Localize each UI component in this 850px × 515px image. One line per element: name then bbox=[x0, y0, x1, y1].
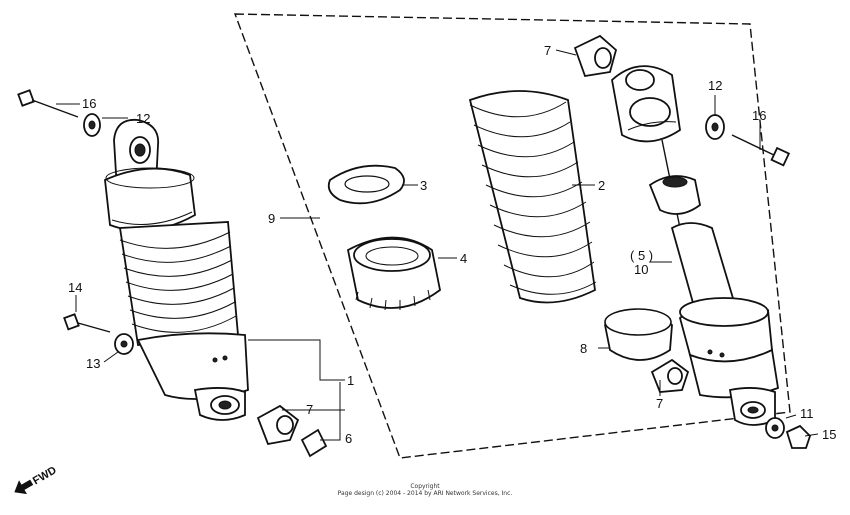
callout-13: 13 bbox=[86, 356, 100, 371]
callout-7-top: 7 bbox=[544, 43, 551, 58]
callout-12-left: 12 bbox=[136, 111, 150, 126]
adjuster-4 bbox=[346, 236, 441, 311]
damper-upper-eye bbox=[611, 65, 681, 143]
callout-16-left: 16 bbox=[82, 96, 96, 111]
assembly-boundary bbox=[233, 13, 791, 459]
callout-9: 9 bbox=[268, 211, 275, 226]
callout-12-right: 12 bbox=[708, 78, 722, 93]
bolt-16-right bbox=[731, 134, 791, 167]
washer-12-left bbox=[83, 113, 101, 137]
callout-15: 15 bbox=[822, 427, 836, 442]
bushing-7-top bbox=[573, 34, 618, 78]
stopper-3 bbox=[327, 164, 405, 205]
callout-2: 2 bbox=[598, 178, 605, 193]
ring-8 bbox=[604, 308, 673, 361]
washer-11 bbox=[765, 417, 785, 439]
bushing-7-lower-right bbox=[650, 358, 690, 393]
bolt-14 bbox=[63, 313, 111, 333]
callout-8: 8 bbox=[580, 341, 587, 356]
washer-13 bbox=[114, 333, 134, 355]
leader-lines bbox=[56, 49, 819, 441]
callout-1: 1 bbox=[347, 373, 354, 388]
spring-2 bbox=[468, 90, 597, 304]
callout-6: 6 bbox=[345, 431, 352, 446]
bushing-7-lower-left bbox=[256, 404, 300, 446]
callout-3: 3 bbox=[420, 178, 427, 193]
copyright-line-2: Page design (c) 2004 - 2014 by ARI Netwo… bbox=[337, 490, 513, 497]
callout-5: ( 5 ) bbox=[630, 248, 653, 263]
callout-14: 14 bbox=[68, 280, 82, 295]
callout-16-right: 16 bbox=[752, 108, 766, 123]
callout-7-lower-left: 7 bbox=[306, 402, 313, 417]
callout-11: 11 bbox=[800, 406, 814, 421]
callout-7-lower-right: 7 bbox=[656, 396, 663, 411]
bolt-16-left bbox=[17, 89, 79, 118]
callout-4: 4 bbox=[460, 251, 467, 266]
copyright-line-1: Copyright bbox=[410, 483, 440, 490]
fwd-arrow-icon bbox=[14, 479, 34, 495]
callout-numbers: 1 2 3 4 ( 5 ) 6 7 7 7 8 9 10 11 12 12 13… bbox=[68, 43, 836, 446]
damper-body-10 bbox=[670, 222, 780, 426]
rubber-bumper bbox=[648, 175, 701, 215]
left-shock-assembly bbox=[104, 118, 249, 421]
nut-15 bbox=[785, 424, 812, 449]
collar-6 bbox=[300, 428, 328, 458]
washer-12-right bbox=[705, 114, 725, 140]
callout-10: 10 bbox=[634, 262, 648, 277]
